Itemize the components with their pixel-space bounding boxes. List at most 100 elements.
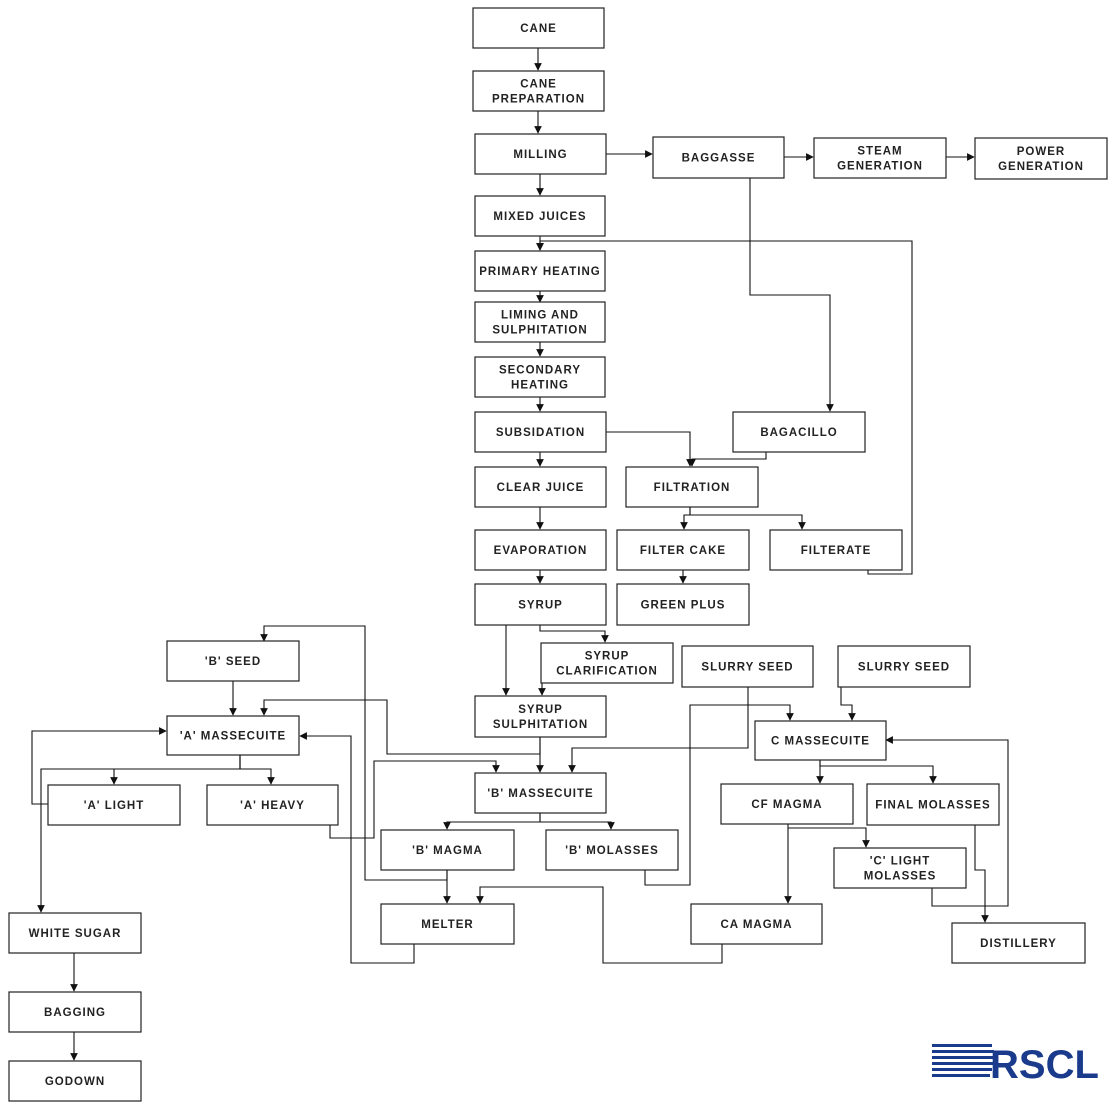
node-green-plus: GREEN PLUS <box>616 583 750 626</box>
node-label: EVAPORATION <box>494 545 588 557</box>
node-label: SLURRY SEED <box>858 662 950 674</box>
node-label: LIMING AND <box>501 310 579 322</box>
node-box <box>866 783 1000 826</box>
edge-b-massecuite-to-b-magma <box>443 813 541 830</box>
node-box <box>616 583 750 626</box>
edge-a-massecuite-to-white-sugar <box>37 755 241 913</box>
edge-syrup-to-clarification <box>539 625 609 643</box>
node-bagacillo: BAGACILLO <box>732 411 866 453</box>
edge-b-molasses-to-c-massecuite <box>644 704 794 886</box>
node-label: CANE <box>520 79 557 91</box>
node-box <box>380 903 515 945</box>
node-primary-heating: PRIMARY HEATING <box>474 250 606 292</box>
edge-subsidation-to-filtration <box>606 431 694 467</box>
node-label: 'B' MOLASSES <box>565 845 659 857</box>
node-box <box>690 903 823 945</box>
node-box <box>769 529 903 571</box>
node-distillery: DISTILLERY <box>951 922 1086 964</box>
node-filterate: FILTERATE <box>769 529 903 571</box>
node-milling: MILLING <box>474 133 607 175</box>
node-box <box>166 715 300 756</box>
node-box <box>474 301 606 343</box>
node-label: CF MAGMA <box>751 799 822 811</box>
node-label: 'A' LIGHT <box>84 800 144 812</box>
node-box <box>474 529 607 571</box>
node-baggasse: BAGGASSE <box>652 136 785 179</box>
node-box <box>472 7 605 49</box>
node-label: DISTILLERY <box>980 938 1057 950</box>
node-box <box>540 642 674 684</box>
node-label: PREPARATION <box>492 94 585 106</box>
node-b-seed: 'B' SEED <box>166 640 300 682</box>
node-label: PRIMARY HEATING <box>479 266 601 278</box>
node-box <box>474 133 607 175</box>
node-label: BAGACILLO <box>760 427 837 439</box>
node-label: SYRUP <box>518 704 563 716</box>
node-label: MILLING <box>513 149 567 161</box>
node-b-massecuite: 'B' MASSECUITE <box>474 772 607 814</box>
node-label: GREEN PLUS <box>641 600 726 612</box>
node-label: FINAL MOLASSES <box>875 800 990 812</box>
node-cf-magma: CF MAGMA <box>720 783 854 825</box>
node-c-massecuite: C MASSECUITE <box>754 720 887 761</box>
node-box <box>813 137 947 179</box>
node-label: 'A' HEAVY <box>240 800 305 812</box>
edge-cf-magma-to-c-light-molasses <box>788 827 870 848</box>
node-b-magma: 'B' MAGMA <box>380 829 515 871</box>
node-box <box>8 1060 142 1102</box>
node-box <box>732 411 866 453</box>
edge-a-light-recycle <box>31 727 167 805</box>
node-box <box>474 466 607 508</box>
node-label: SYRUP <box>518 600 563 612</box>
node-c-light-molasses: 'C' LIGHT MOLASSES <box>833 847 967 889</box>
edge-a-massecuite-to-a-heavy <box>239 755 275 785</box>
edge-a-heavy-to-b-massecuite <box>329 760 500 839</box>
node-box <box>206 784 339 826</box>
node-slurry-seed-2: SLURRY SEED <box>837 645 971 688</box>
node-label: GENERATION <box>998 161 1084 173</box>
node-label: POWER <box>1017 146 1065 158</box>
node-box <box>837 645 971 688</box>
node-mixed-juices: MIXED JUICES <box>474 195 606 237</box>
flow-connectors <box>31 48 1009 1061</box>
node-label: SYRUP <box>585 651 630 663</box>
node-label: HEATING <box>511 380 569 392</box>
node-label: 'B' MAGMA <box>412 845 483 857</box>
node-box <box>47 784 181 826</box>
edge-filtration-to-filterate <box>689 507 806 530</box>
node-cane-prep: CANE PREPARATION <box>472 70 605 112</box>
edge-baggasse-to-bagacillo <box>749 178 834 412</box>
node-filtration: FILTRATION <box>625 466 759 508</box>
node-ca-magma: CA MAGMA <box>690 903 823 945</box>
node-label: CANE <box>520 23 557 35</box>
node-label: CLARIFICATION <box>556 666 658 678</box>
node-label: STEAM <box>857 146 902 158</box>
node-slurry-seed-1: SLURRY SEED <box>681 645 814 688</box>
node-box <box>625 466 759 508</box>
node-label: SUBSIDATION <box>496 427 585 439</box>
node-box <box>474 772 607 814</box>
node-box <box>833 847 967 889</box>
node-box <box>545 829 679 871</box>
edge-filterate-recycle <box>536 240 913 575</box>
edge-c-massecuite-to-final-molasses <box>819 760 937 784</box>
node-box <box>616 529 750 571</box>
node-label: GENERATION <box>837 161 923 173</box>
node-a-heavy: 'A' HEAVY <box>206 784 339 826</box>
node-label: 'B' MASSECUITE <box>487 788 593 800</box>
node-box <box>8 912 142 954</box>
node-box <box>8 991 142 1033</box>
node-box <box>474 195 606 237</box>
edge-b-magma-to-b-seed <box>260 625 448 881</box>
node-label: MOLASSES <box>864 871 937 883</box>
node-melter: MELTER <box>380 903 515 945</box>
node-box <box>974 137 1108 180</box>
edge-b-massecuite-to-b-molasses <box>539 813 615 830</box>
node-label: GODOWN <box>45 1076 105 1088</box>
node-box <box>474 356 606 398</box>
node-label: 'C' LIGHT <box>870 856 930 868</box>
